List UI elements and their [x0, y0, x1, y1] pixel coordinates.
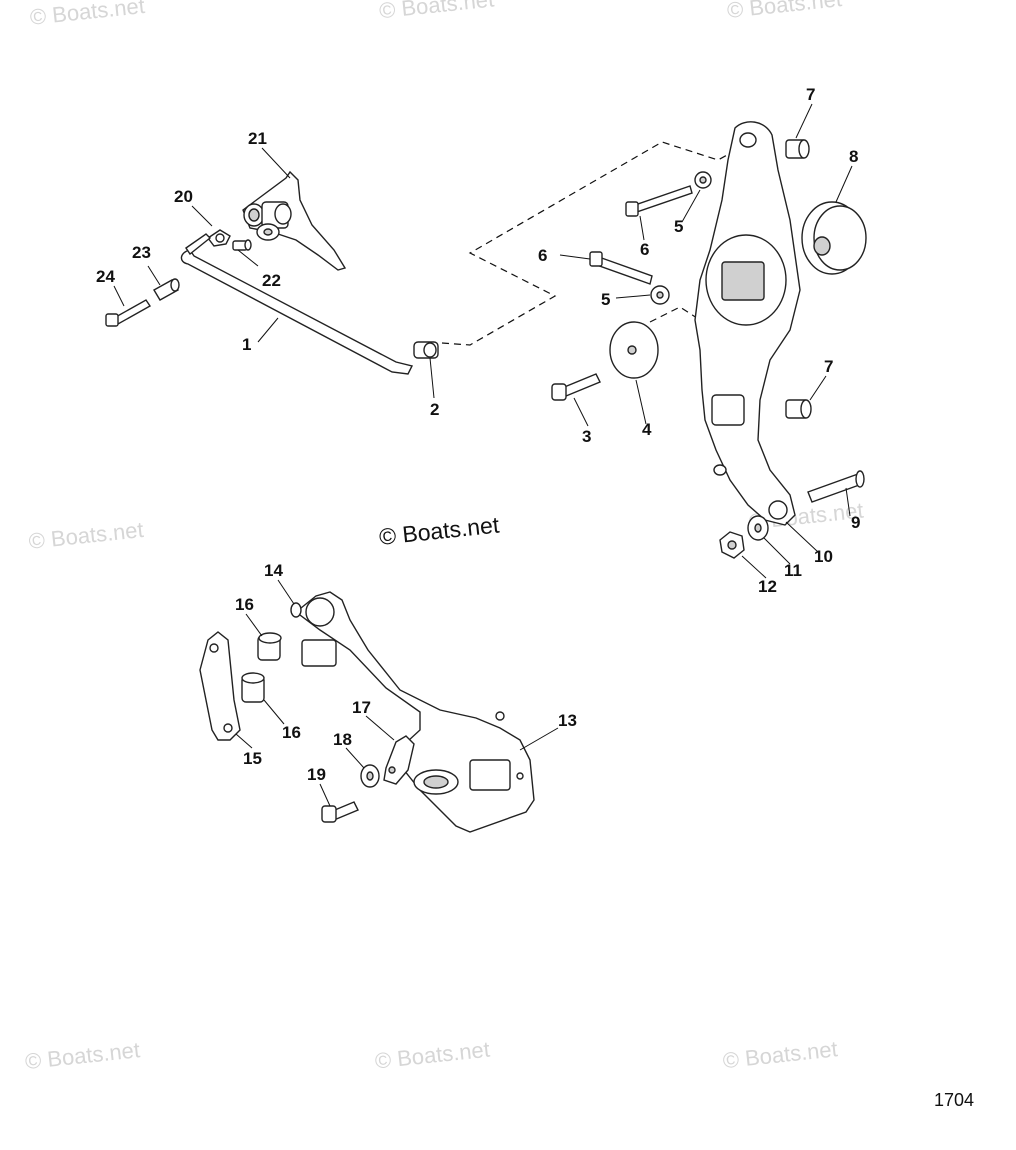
callout-6-lower: 6	[538, 246, 547, 265]
callout-16-lower: 16	[282, 723, 301, 742]
part-16-bushing-upper	[257, 632, 282, 661]
callout-3: 3	[582, 427, 591, 446]
watermarks: © Boats.net © Boats.net © Boats.net © Bo…	[24, 0, 865, 1074]
callout-19: 19	[307, 765, 326, 784]
part-24-screw	[105, 299, 152, 327]
callout-6-upper: 6	[640, 240, 649, 259]
callout-labels: 21 20 23 24 22 1 2 3 4 5 6 6 5 7 8 7 9 1…	[96, 85, 860, 784]
callout-5-upper: 5	[674, 217, 683, 236]
part-12-nut	[719, 531, 745, 559]
part-15-gasket	[199, 631, 241, 741]
callout-13: 13	[558, 711, 577, 730]
part-16-bushing-lower	[241, 672, 265, 703]
part-1-throttle-rod	[180, 233, 414, 375]
callout-24: 24	[96, 267, 115, 286]
callout-15: 15	[243, 749, 262, 768]
part-18-washer	[360, 764, 380, 788]
assembly-dashed-lines	[441, 141, 741, 346]
watermark-top-left: © Boats.net	[29, 0, 146, 30]
callout-11: 11	[784, 561, 802, 580]
callout-7-upper: 7	[806, 85, 815, 104]
watermark-center: © Boats.net	[378, 511, 501, 550]
part-7-pin-top	[785, 139, 810, 159]
callout-8: 8	[849, 147, 858, 166]
part-21-throttle-bracket	[242, 170, 347, 271]
part-5-nut-upper	[694, 171, 712, 189]
watermark-top-right: © Boats.net	[726, 0, 843, 23]
callout-12: 12	[758, 577, 777, 596]
watermark-bottom-center: © Boats.net	[374, 1037, 491, 1074]
part-8-pulley	[801, 201, 867, 275]
callout-20: 20	[174, 187, 193, 206]
part-3-bolt	[551, 373, 601, 401]
callout-18: 18	[333, 730, 352, 749]
part-6-screw-upper	[625, 185, 693, 217]
part-7-pin-lower	[785, 399, 812, 419]
callout-16-upper: 16	[235, 595, 254, 614]
callout-21: 21	[248, 129, 267, 148]
part-17-clip	[383, 735, 415, 785]
part-19-bolt	[321, 801, 359, 823]
callout-23: 23	[132, 243, 151, 262]
part-14-pin	[290, 602, 302, 618]
part-13-bracket	[294, 591, 535, 833]
figure-number: 1704	[934, 1090, 974, 1110]
part-2-connector	[413, 341, 439, 359]
callout-17: 17	[352, 698, 371, 717]
part-11-washer	[747, 515, 769, 541]
watermark-bottom-right: © Boats.net	[722, 1036, 839, 1073]
watermark-top-center: © Boats.net	[378, 0, 495, 23]
throttle-lever-arm	[694, 121, 801, 526]
callout-9: 9	[851, 513, 860, 532]
part-23-sleeve	[153, 278, 180, 301]
watermark-mid-left: © Boats.net	[27, 517, 144, 554]
part-5-nut-lower	[650, 285, 670, 305]
part-22-stud	[232, 239, 252, 251]
callout-7-lower: 7	[824, 357, 833, 376]
part-9-stud	[807, 470, 865, 503]
callout-1: 1	[242, 335, 251, 354]
callout-10: 10	[814, 547, 833, 566]
part-4-washer	[609, 321, 659, 379]
callout-22: 22	[262, 271, 281, 290]
callout-4: 4	[642, 420, 652, 439]
callout-5-lower: 5	[601, 290, 610, 309]
leader-lines	[113, 103, 853, 807]
callout-14: 14	[264, 561, 283, 580]
callout-2: 2	[430, 400, 439, 419]
watermark-bottom-left: © Boats.net	[24, 1037, 141, 1074]
part-20-fitting	[206, 229, 231, 247]
